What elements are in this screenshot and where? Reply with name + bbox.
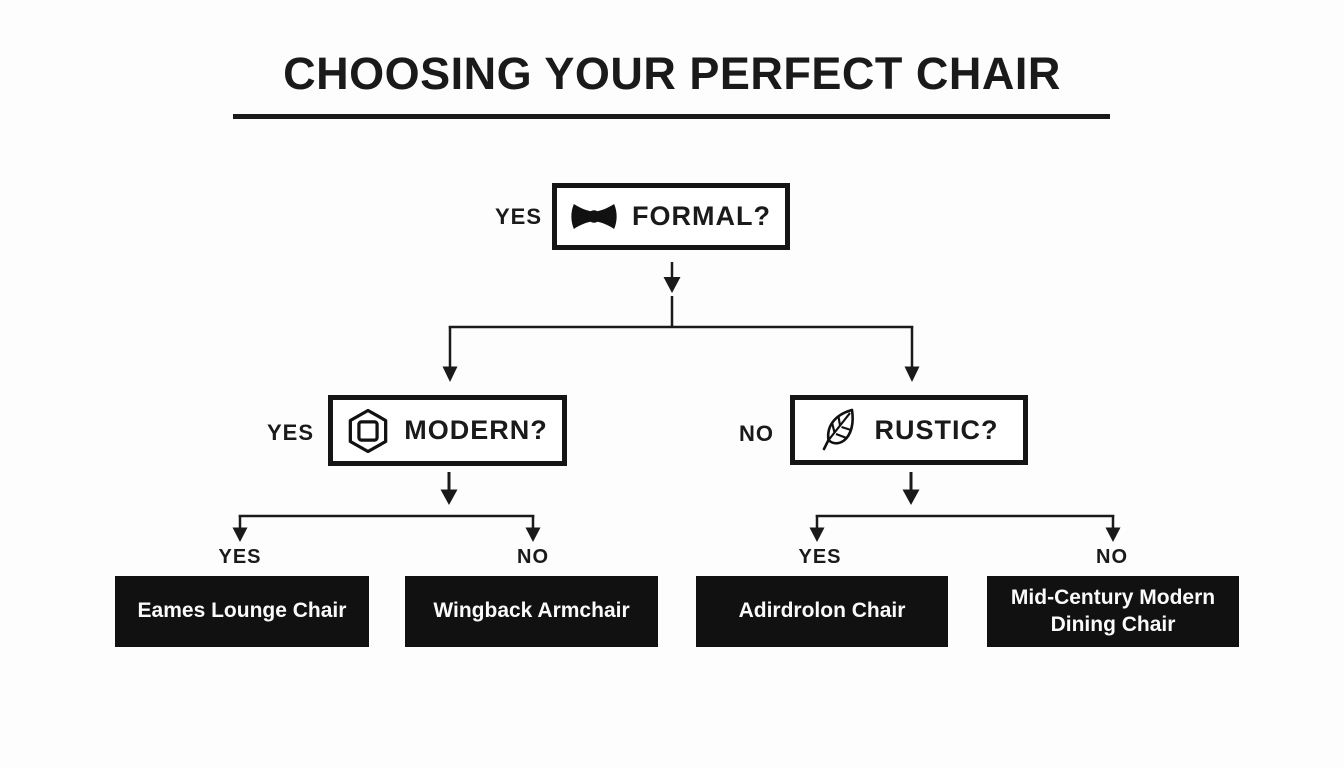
answer-label-modern-no: NO (517, 546, 549, 568)
answer-label-rustic-yes: YES (798, 546, 842, 568)
decision-label-formal: FORMAL? (632, 201, 771, 231)
decision-label-modern: MODERN? (404, 415, 548, 445)
title-underline (233, 114, 1110, 119)
answer-label-rustic-no: NO (1096, 546, 1128, 568)
decision-node-formal: FORMAL? (552, 183, 790, 250)
decision-node-rustic: RUSTIC? (790, 395, 1028, 465)
branch-label-root-yes: YES (494, 204, 542, 229)
result-box-wingback-armchair: Wingback Armchair (405, 576, 658, 647)
answer-label-modern-yes: YES (218, 546, 262, 568)
result-box-eames-lounge-chair: Eames Lounge Chair (115, 576, 369, 647)
decision-label-rustic: RUSTIC? (874, 414, 999, 445)
leaf-icon (820, 407, 860, 453)
result-box-adirdrolon-chair: Adirdrolon Chair (696, 576, 948, 647)
decision-node-modern: MODERN? (328, 395, 567, 466)
page-title: CHOOSING YOUR PERFECT CHAIR (283, 48, 1061, 99)
hexagon-icon (347, 408, 389, 454)
branch-label-rustic-no: NO (739, 421, 774, 446)
branch-label-modern-yes: YES (266, 420, 314, 445)
result-box-mid-century-modern-dining-chair: Mid-Century Modern Dining Chair (987, 576, 1239, 647)
bowtie-icon (571, 202, 617, 231)
